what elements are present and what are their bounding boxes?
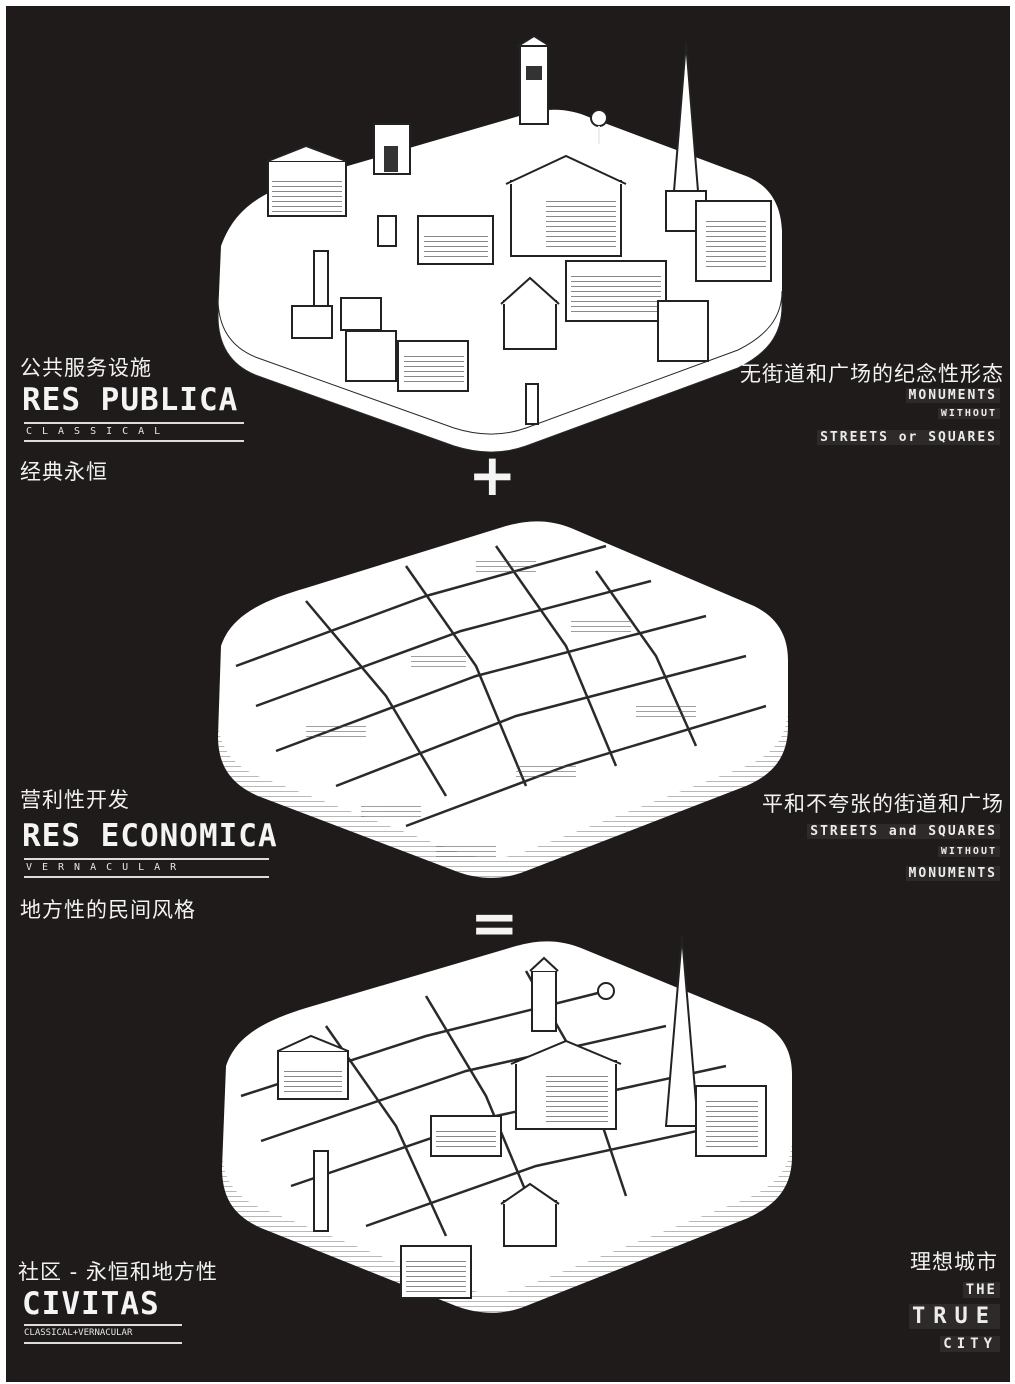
front-blocks bbox=[345, 300, 709, 425]
publica-cn-sub: 经典永恒 bbox=[20, 460, 108, 484]
memorial-column bbox=[291, 215, 397, 339]
gabled-pavilion bbox=[500, 276, 560, 350]
temple-building bbox=[505, 154, 627, 257]
rotunda-monument bbox=[267, 144, 347, 217]
city-illustration bbox=[217, 34, 792, 1313]
economica-latin-title: RES ECONOMICA bbox=[22, 818, 278, 854]
civitas-plaza bbox=[222, 941, 792, 1313]
publica-right-cn: 无街道和广场的纪念性形态 bbox=[740, 362, 1004, 386]
church-spire bbox=[665, 41, 772, 282]
publica-right-latin-1: MONUMENTS bbox=[905, 388, 1000, 403]
civitas-right-latin-1: THE bbox=[962, 1282, 1000, 1298]
civitas-rule bbox=[24, 1324, 182, 1326]
economica-plaza bbox=[218, 521, 788, 878]
economica-block-shades bbox=[306, 561, 696, 860]
economica-right-latin-3: MONUMENTS bbox=[905, 866, 1000, 881]
economica-rule bbox=[24, 858, 269, 860]
tree bbox=[590, 109, 608, 144]
economica-right-cn: 平和不夸张的街道和广场 bbox=[762, 792, 1004, 816]
colonnade bbox=[417, 215, 667, 322]
economica-cn-sub: 地方性的民间风格 bbox=[20, 898, 196, 922]
economica-rule-2 bbox=[24, 876, 269, 878]
publica-latin-sub: CLASSICAL bbox=[26, 426, 171, 437]
economica-right-latin-2: WITHOUT bbox=[937, 846, 1000, 857]
civitas-latin-title: CIVITAS bbox=[22, 1286, 160, 1322]
civitas-right-latin-3: CITY bbox=[940, 1336, 1000, 1352]
civitas-right-latin-2: TRUE bbox=[909, 1304, 1000, 1329]
publica-right-latin-2: WITHOUT bbox=[937, 408, 1000, 419]
equals-operator: = bbox=[470, 889, 519, 957]
economica-cn-title: 营利性开发 bbox=[20, 788, 130, 812]
civitas-rule-2 bbox=[24, 1342, 182, 1344]
publica-rule-2 bbox=[24, 440, 244, 442]
triumphal-arch bbox=[373, 123, 411, 175]
economica-latin-sub: VERNACULAR bbox=[26, 862, 187, 873]
civitas-cn-title: 社区 - 永恒和地方性 bbox=[18, 1260, 218, 1284]
civitas-shades bbox=[284, 1071, 758, 1293]
economica-right-latin-1: STREETS and SQUARES bbox=[807, 824, 1000, 839]
publica-right-latin-3: STREETS or SQUARES bbox=[817, 430, 1000, 445]
plus-operator: + bbox=[468, 441, 517, 509]
publica-latin-title: RES PUBLICA bbox=[22, 382, 239, 418]
civitas-latin-sub: CLASSICAL+VERNACULAR bbox=[24, 1328, 133, 1338]
diagram-board: + = 公共服务设施 RES PUBLICA CLASSICAL 经典永恒 无街… bbox=[6, 6, 1010, 1382]
publica-rule bbox=[24, 422, 244, 424]
clock-tower bbox=[514, 34, 554, 125]
publica-cn-title: 公共服务设施 bbox=[20, 356, 152, 380]
civitas-right-cn: 理想城市 bbox=[910, 1250, 998, 1274]
